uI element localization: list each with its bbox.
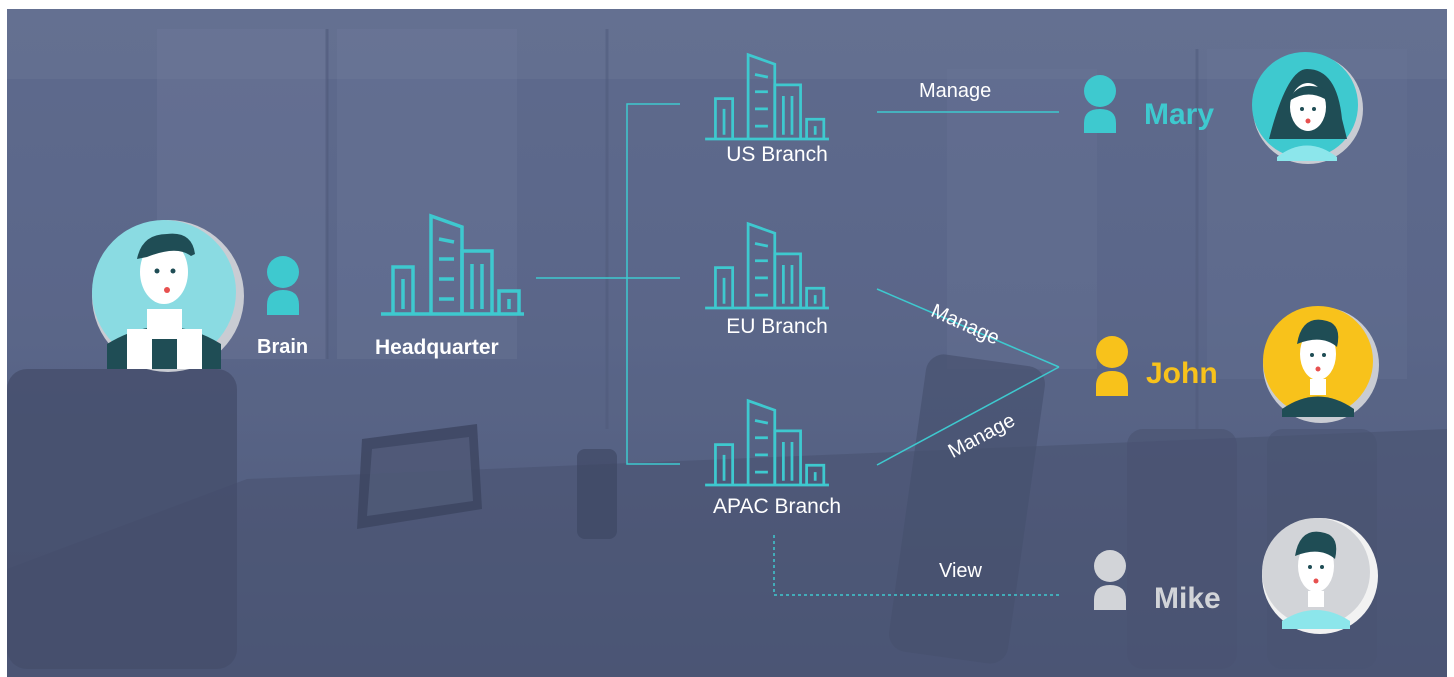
mike-name: Mike bbox=[1154, 582, 1221, 615]
eu-branch-building-icon bbox=[705, 221, 829, 310]
branch-bracket-connector bbox=[626, 103, 680, 465]
apac-to-john-connector bbox=[876, 366, 1060, 466]
mary-person-icon bbox=[1084, 75, 1116, 133]
apac-branch-label: APAC Branch bbox=[713, 495, 841, 518]
headquarter-building-icon bbox=[381, 213, 524, 316]
john-name: John bbox=[1146, 357, 1218, 390]
us-mary-relation-label: Manage bbox=[919, 80, 992, 102]
owner-name: Brain bbox=[257, 336, 309, 358]
branch-access-diagram bbox=[92, 52, 1379, 634]
headquarter-label: Headquarter bbox=[375, 336, 499, 359]
eu-to-john-connector bbox=[876, 288, 1060, 368]
apac-to-mike-connector bbox=[773, 535, 1059, 596]
mary-avatar bbox=[1252, 52, 1363, 164]
apac-mike-relation-label: View bbox=[939, 560, 982, 582]
us-branch-building-icon bbox=[705, 52, 829, 141]
mike-person-icon bbox=[1094, 550, 1126, 610]
brain-avatar bbox=[92, 220, 244, 372]
diagram-canvas: Brain Headquarter US Branch EU Branch AP… bbox=[7, 9, 1447, 677]
john-avatar bbox=[1263, 306, 1379, 423]
brain-person-icon bbox=[267, 256, 299, 315]
us-branch-label: US Branch bbox=[726, 143, 828, 166]
mary-name: Mary bbox=[1144, 98, 1215, 131]
mike-avatar bbox=[1262, 518, 1378, 634]
apac-branch-building-icon bbox=[705, 398, 829, 487]
john-person-icon bbox=[1096, 336, 1128, 396]
eu-branch-label: EU Branch bbox=[726, 315, 828, 338]
